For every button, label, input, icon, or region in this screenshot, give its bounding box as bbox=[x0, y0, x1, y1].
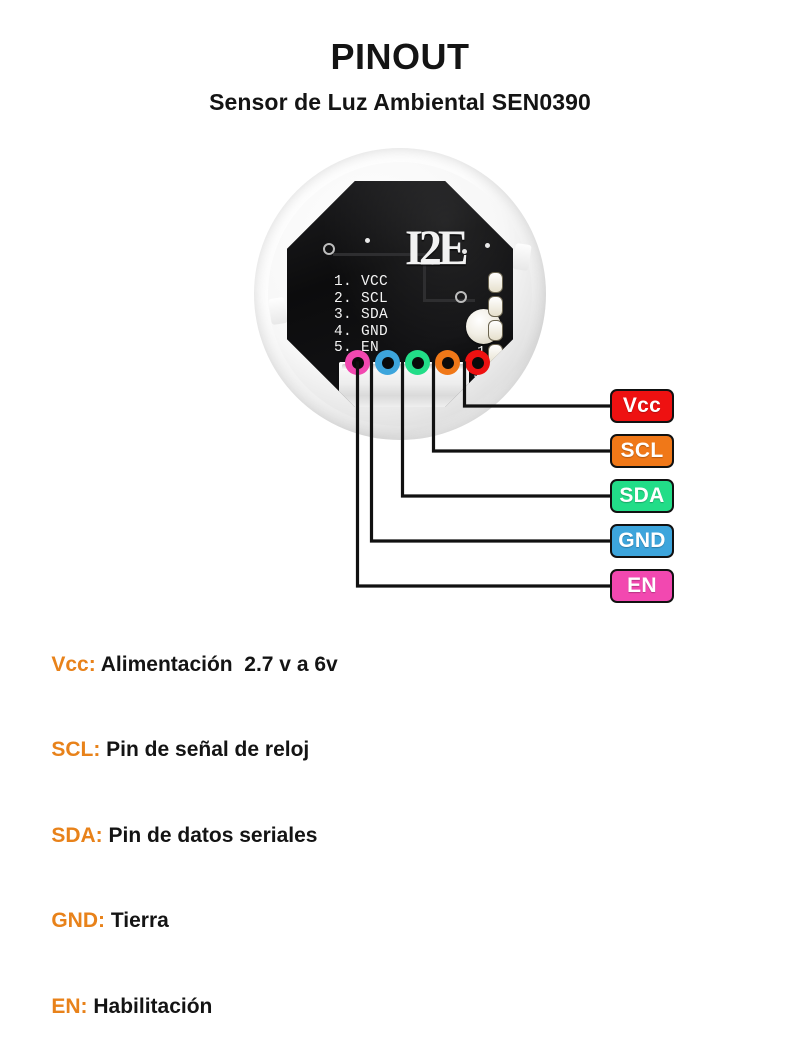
legend-text-gnd: Tierra bbox=[105, 909, 169, 932]
pin-label-en[interactable]: EN bbox=[610, 569, 674, 603]
pcb-via-ring bbox=[455, 291, 467, 303]
pin-label-vcc[interactable]: Vcc bbox=[610, 389, 674, 423]
legend-key-gnd: GND: bbox=[51, 909, 106, 932]
title-block: PINOUT Sensor de Luz Ambiental SEN0390 bbox=[0, 38, 800, 116]
legend-key-en: EN: bbox=[51, 994, 88, 1018]
pin-label-scl[interactable]: SCL bbox=[610, 434, 674, 468]
gold-pad bbox=[488, 296, 503, 317]
pin-dot-sda[interactable] bbox=[405, 350, 430, 375]
sensor-board-image: I2E 1. VCC 2. SCL 3. SDA 4. GND 5. EN 1 … bbox=[254, 148, 546, 440]
legend-row-scl: SCL: Pin de señal de reloj bbox=[28, 708, 628, 794]
pin-dot-gnd[interactable] bbox=[375, 350, 400, 375]
legend-text-sda: Pin de datos seriales bbox=[102, 823, 318, 847]
page-title: PINOUT bbox=[330, 36, 470, 77]
pin-dot-en[interactable] bbox=[345, 350, 370, 375]
board-silkscreen-pinlist: 1. VCC 2. SCL 3. SDA 4. GND 5. EN bbox=[334, 274, 389, 356]
gold-pad bbox=[488, 272, 503, 293]
legend-text-scl: Pin de señal de reloj bbox=[100, 738, 310, 761]
pin-dot-scl[interactable] bbox=[435, 350, 460, 375]
pin-dot-vcc[interactable] bbox=[465, 350, 490, 375]
legend-key-sda: SDA: bbox=[51, 823, 103, 847]
pcb-via bbox=[365, 238, 370, 243]
legend: Vcc: Alimentación 2.7 v a 6v SCL: Pin de… bbox=[28, 622, 628, 1050]
pcb-via bbox=[485, 243, 490, 248]
gold-pad bbox=[488, 320, 503, 341]
legend-text-en: Habilitación bbox=[87, 994, 213, 1018]
pin-label-gnd[interactable]: GND bbox=[610, 524, 674, 558]
ring-notch-left bbox=[268, 297, 288, 325]
legend-key-vcc: Vcc: bbox=[51, 652, 96, 676]
pcb-trace bbox=[333, 253, 425, 256]
board-logo: I2E bbox=[405, 219, 469, 276]
legend-row-en: EN: Habilitación bbox=[28, 964, 628, 1050]
legend-key-scl: SCL: bbox=[51, 738, 101, 761]
pcb-via-ring bbox=[323, 243, 335, 255]
pcb-via bbox=[462, 249, 467, 254]
page-subtitle: Sensor de Luz Ambiental SEN0390 bbox=[209, 88, 591, 115]
legend-row-vcc: Vcc: Alimentación 2.7 v a 6v bbox=[28, 622, 628, 708]
legend-row-gnd: GND: Tierra bbox=[28, 879, 628, 965]
pin-label-sda[interactable]: SDA bbox=[610, 479, 674, 513]
pcb-via bbox=[430, 260, 435, 265]
legend-text-vcc: Alimentación 2.7 v a 6v bbox=[95, 652, 338, 676]
pcb-trace bbox=[423, 253, 426, 301]
legend-row-sda: SDA: Pin de datos seriales bbox=[28, 793, 628, 879]
pcb-trace bbox=[423, 299, 475, 302]
